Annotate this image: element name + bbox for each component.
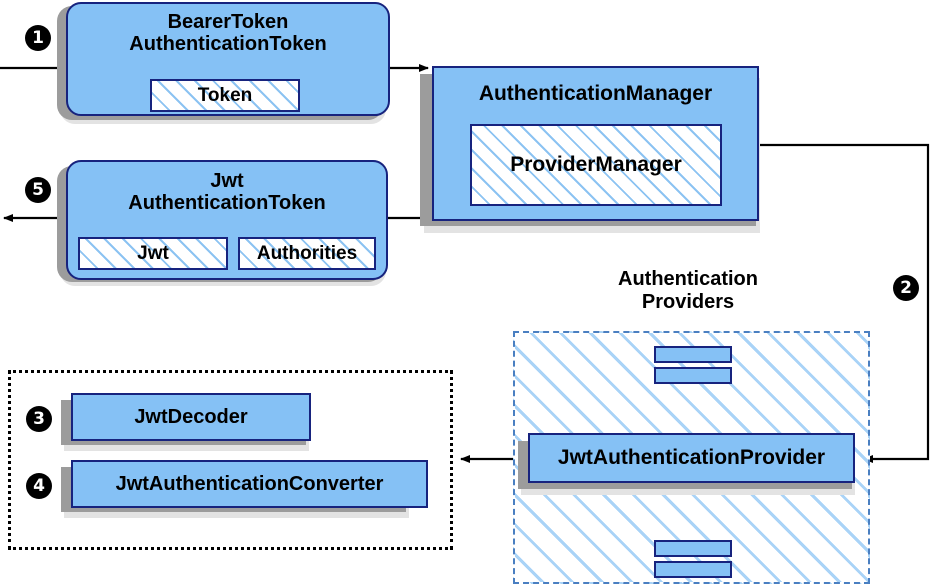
node-jwt-authentication-provider[interactable]: JwtAuthenticationProvider [528,433,855,483]
node-jwt-decoder[interactable]: JwtDecoder [71,393,311,441]
jwt-authentication-converter-label: JwtAuthenticationConverter [115,472,384,495]
bearer-token-title-line2: AuthenticationToken [129,33,327,56]
authentication-providers-caption-line1: Authentication [618,268,758,290]
sub-box-token[interactable]: Token [150,79,300,112]
arrow-manager-to-provider [759,143,930,463]
sub-box-provider-manager[interactable]: ProviderManager [470,124,722,206]
other-provider-bar-bottom-2[interactable] [654,561,732,578]
step-badge-4: 4 [26,473,52,499]
step-badge-2: 2 [893,275,919,301]
jwt-token-title-line2: AuthenticationToken [128,192,326,215]
jwt-authentication-provider-label: JwtAuthenticationProvider [557,446,826,470]
jwt-decoder-label: JwtDecoder [134,405,248,428]
other-provider-bar-top-1[interactable] [654,346,732,363]
jwt-support-group [8,370,453,550]
sub-box-jwt[interactable]: Jwt [78,237,228,270]
other-provider-bar-top-2[interactable] [654,367,732,384]
authentication-providers-caption: Authentication Providers [563,268,813,314]
step-badge-5: 5 [25,177,51,203]
node-jwt-authentication-converter[interactable]: JwtAuthenticationConverter [71,460,428,508]
bearer-token-title-line1: BearerToken [167,11,289,33]
other-provider-bar-bottom-1[interactable] [654,540,732,557]
authentication-manager-title: AuthenticationManager [478,82,713,105]
step-badge-3: 3 [26,406,52,432]
jwt-token-title-line1: Jwt [210,170,244,192]
step-badge-1: 1 [25,25,51,51]
authentication-providers-caption-line2: Providers [641,291,735,313]
node-bearer-token-authentication-token[interactable]: BearerToken AuthenticationToken [66,2,390,116]
sub-box-authorities[interactable]: Authorities [238,237,376,270]
